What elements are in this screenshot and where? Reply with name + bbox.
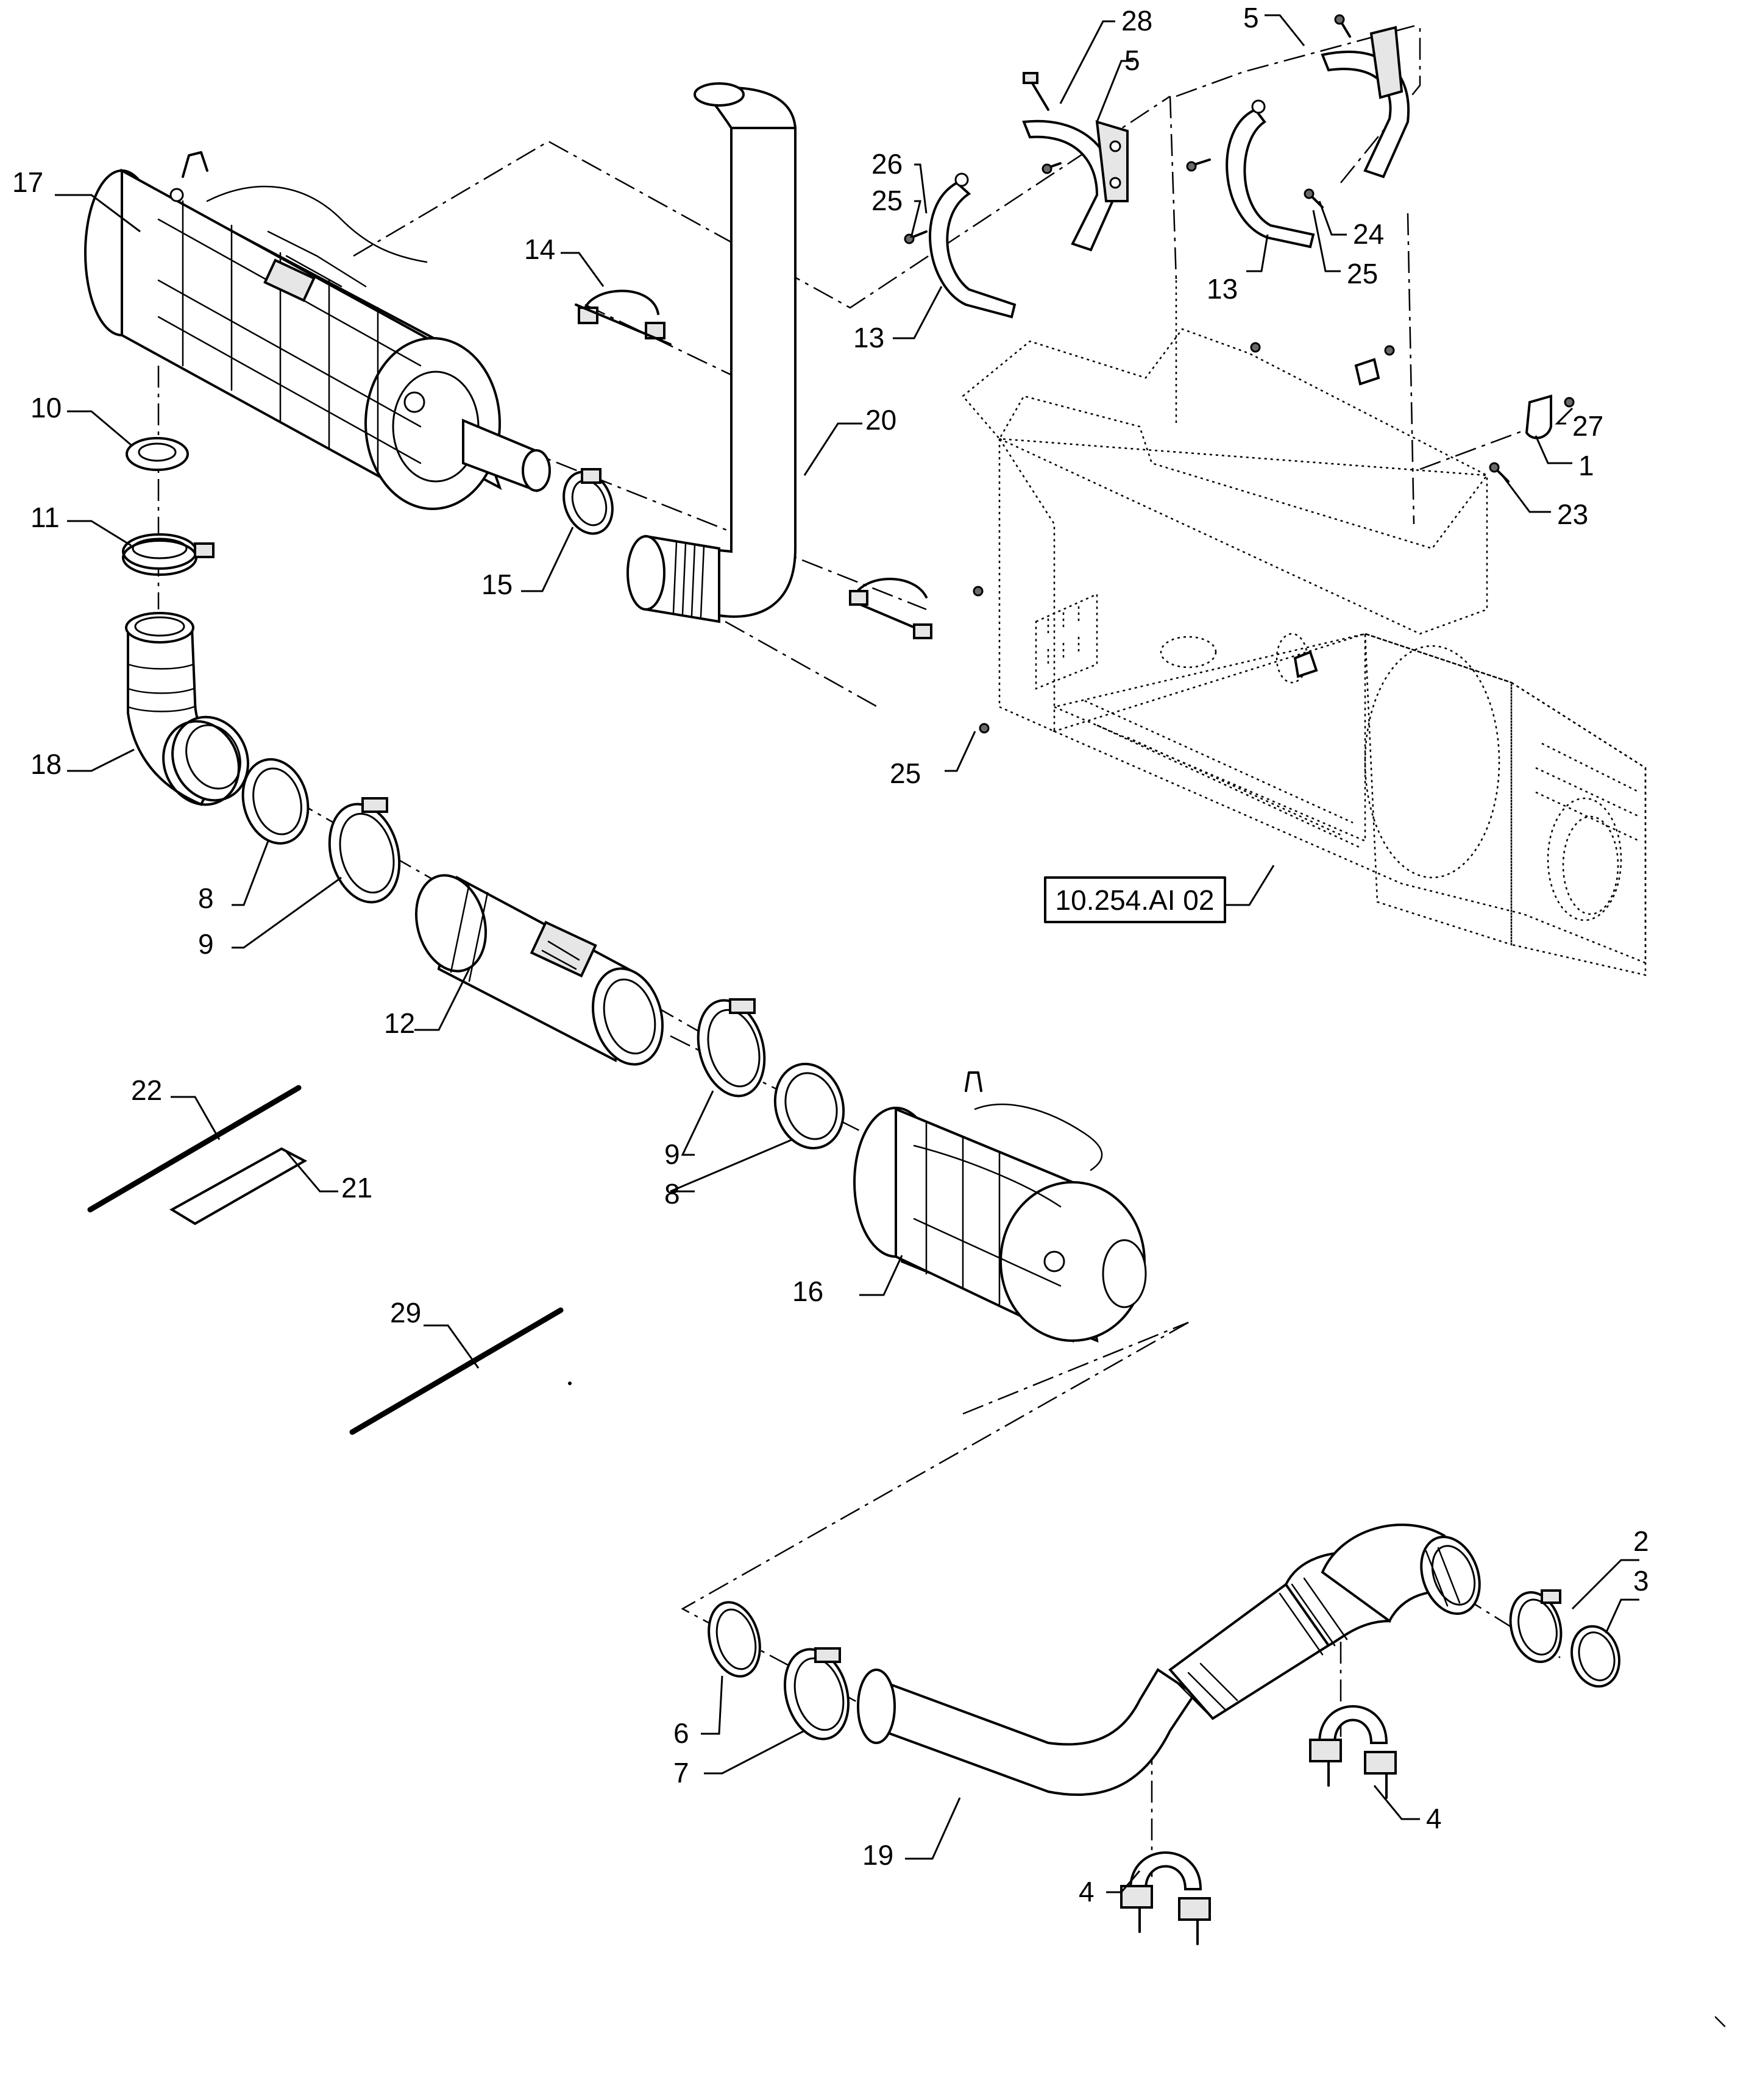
stack-pipe-part-20 (626, 82, 797, 623)
callout-13: 13 (853, 322, 884, 353)
callout-19: 19 (862, 1839, 893, 1871)
callout-12: 12 (384, 1007, 415, 1039)
bolt-part-26 (904, 230, 928, 244)
reference-box-text: 10.254.AI 02 (1056, 884, 1215, 916)
callout-16: 16 (792, 1275, 823, 1307)
callout-leaders (55, 14, 1639, 1893)
callout-21: 21 (341, 1172, 372, 1204)
callout-15: 15 (481, 569, 513, 600)
stray-marks (568, 1382, 1726, 2027)
clip-part-1 (1525, 394, 1552, 439)
callout-9: 9 (664, 1138, 680, 1170)
callout-14: 14 (524, 233, 555, 265)
hardware-bolts-top (1042, 14, 1351, 174)
callout-27: 27 (1572, 410, 1603, 442)
reference-box: 10.254.AI 02 (1044, 876, 1226, 923)
gasket-part-3 (1570, 1625, 1620, 1688)
strap-part-13-left (929, 172, 1017, 319)
callout-1: 1 (1578, 450, 1594, 481)
callout-17: 17 (12, 166, 43, 198)
gasket-part-8-right (773, 1062, 845, 1150)
elbow-part-18 (125, 612, 249, 806)
tube-part-12 (414, 874, 664, 1066)
callout-29: 29 (390, 1297, 421, 1328)
callout-26: 26 (871, 148, 903, 180)
bolt-part-27 (1564, 397, 1575, 408)
strip-part-22 (87, 1085, 302, 1213)
callout-10: 10 (30, 392, 62, 424)
strap-part-13-right (1226, 99, 1315, 249)
callout-7: 7 (673, 1757, 689, 1789)
bracket-part-5-left (1022, 119, 1129, 252)
callout-8: 8 (198, 882, 214, 914)
callout-4: 4 (1426, 1803, 1442, 1834)
muffler-upper-part-17 (84, 151, 551, 510)
strip-part-29 (349, 1307, 564, 1435)
clamp-pipe-bottom (849, 578, 932, 639)
clamp-part-14 (575, 289, 672, 346)
callout-9: 9 (198, 928, 214, 960)
callout-20: 20 (865, 404, 896, 436)
callout-4: 4 (1079, 1876, 1095, 1907)
clamp-part-9-left (328, 797, 401, 904)
callout-11: 11 (30, 502, 60, 533)
callout-25: 25 (871, 185, 903, 216)
clamp-part-7 (783, 1647, 850, 1740)
clamp-part-15 (562, 468, 614, 535)
u-bolt-clamp-part-4-upper (1309, 1705, 1397, 1799)
decal-part-21 (169, 1147, 308, 1226)
callout-2: 2 (1633, 1525, 1649, 1557)
callout-8: 8 (664, 1178, 680, 1210)
clamp-part-2 (1509, 1589, 1563, 1663)
mounting-frame-ref (962, 280, 1647, 976)
u-bolt-clamp-part-4-lower (1120, 1851, 1211, 1945)
callout-28: 28 (1121, 5, 1152, 37)
callout-labels: 17 10 11 18 8 9 12 22 21 29 14 15 20 26 … (12, 2, 1649, 1907)
frame-clips-center (1293, 358, 1380, 678)
clamp-part-11 (122, 533, 215, 576)
callout-25: 25 (1347, 258, 1378, 289)
callout-3: 3 (1633, 1565, 1649, 1597)
bolt-part-28 (1023, 72, 1049, 111)
gasket-part-10 (126, 437, 189, 471)
callout-23: 23 (1557, 498, 1588, 530)
gasket-part-8-left (241, 758, 310, 845)
callout-6: 6 (673, 1717, 689, 1749)
gasket-part-6 (708, 1601, 761, 1678)
callout-18: 18 (30, 748, 62, 780)
callout-25: 25 (890, 757, 921, 789)
callout-5: 5 (1124, 44, 1140, 76)
bracket-part-5-right (1321, 26, 1410, 179)
callout-13: 13 (1207, 273, 1238, 305)
tailpipe-part-19 (857, 1524, 1481, 1797)
clamp-part-9-right (697, 998, 766, 1098)
muffler-lower-part-16 (853, 1071, 1147, 1343)
callout-22: 22 (131, 1074, 162, 1106)
callout-24: 24 (1353, 218, 1384, 250)
callout-5: 5 (1243, 2, 1259, 34)
